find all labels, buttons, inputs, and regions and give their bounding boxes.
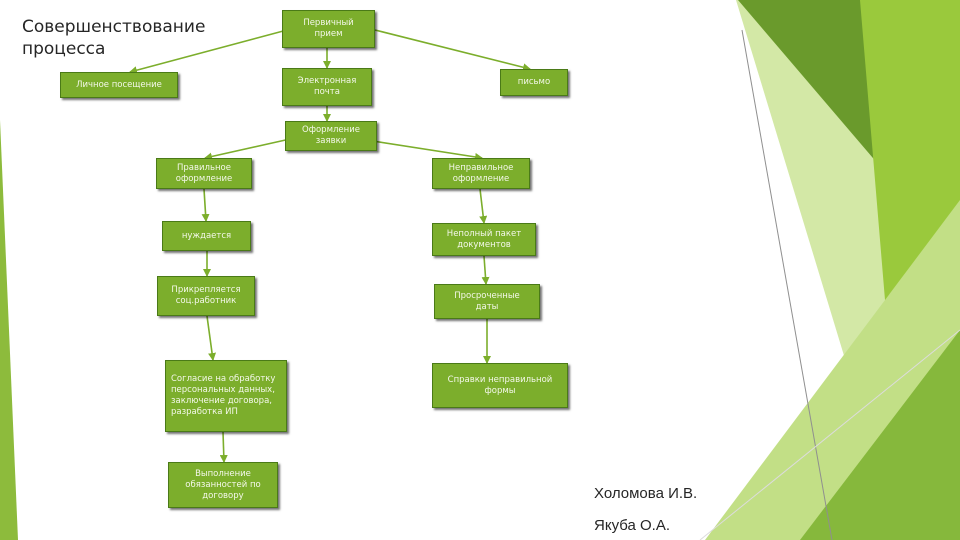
node-email: Электронная почта [282, 68, 372, 106]
author-2: Якуба О.А. [594, 517, 670, 534]
author-1: Холомова И.В. [594, 485, 697, 502]
arrow-incorrect-incomplete [480, 189, 484, 223]
node-consent-contract: Согласие на обработку персональных данны… [165, 360, 287, 432]
node-social-worker: Прикрепляется соц.работник [157, 276, 255, 316]
arrow-primary-letter [375, 30, 530, 69]
node-fulfillment: Выполнение обязанностей по договору [168, 462, 278, 508]
node-primary-reception: Первичный прием [282, 10, 375, 48]
arrow-application-correct [205, 139, 290, 158]
node-wrong-certificates: Справки неправильной формы [432, 363, 568, 408]
node-correct-form: Правильное оформление [156, 158, 252, 189]
node-expired-dates: Просроченные даты [434, 284, 540, 319]
node-incorrect-form: Неправильное оформление [432, 158, 530, 189]
arrow-correct-needs [204, 189, 206, 221]
node-incomplete-docs: Неполный пакет документов [432, 223, 536, 256]
arrow-consent-fulfillment [223, 432, 224, 462]
arrow-application-incorrect [360, 139, 482, 158]
node-personal-visit: Личное посещение [60, 72, 178, 98]
node-application: Оформление заявки [285, 121, 377, 151]
arrow-assigned-consent [207, 316, 213, 360]
node-needs: нуждается [162, 221, 251, 251]
page-title: Совершенствование процесса [22, 16, 205, 60]
arrow-incomplete-expired [484, 256, 486, 284]
node-letter: письмо [500, 69, 568, 96]
